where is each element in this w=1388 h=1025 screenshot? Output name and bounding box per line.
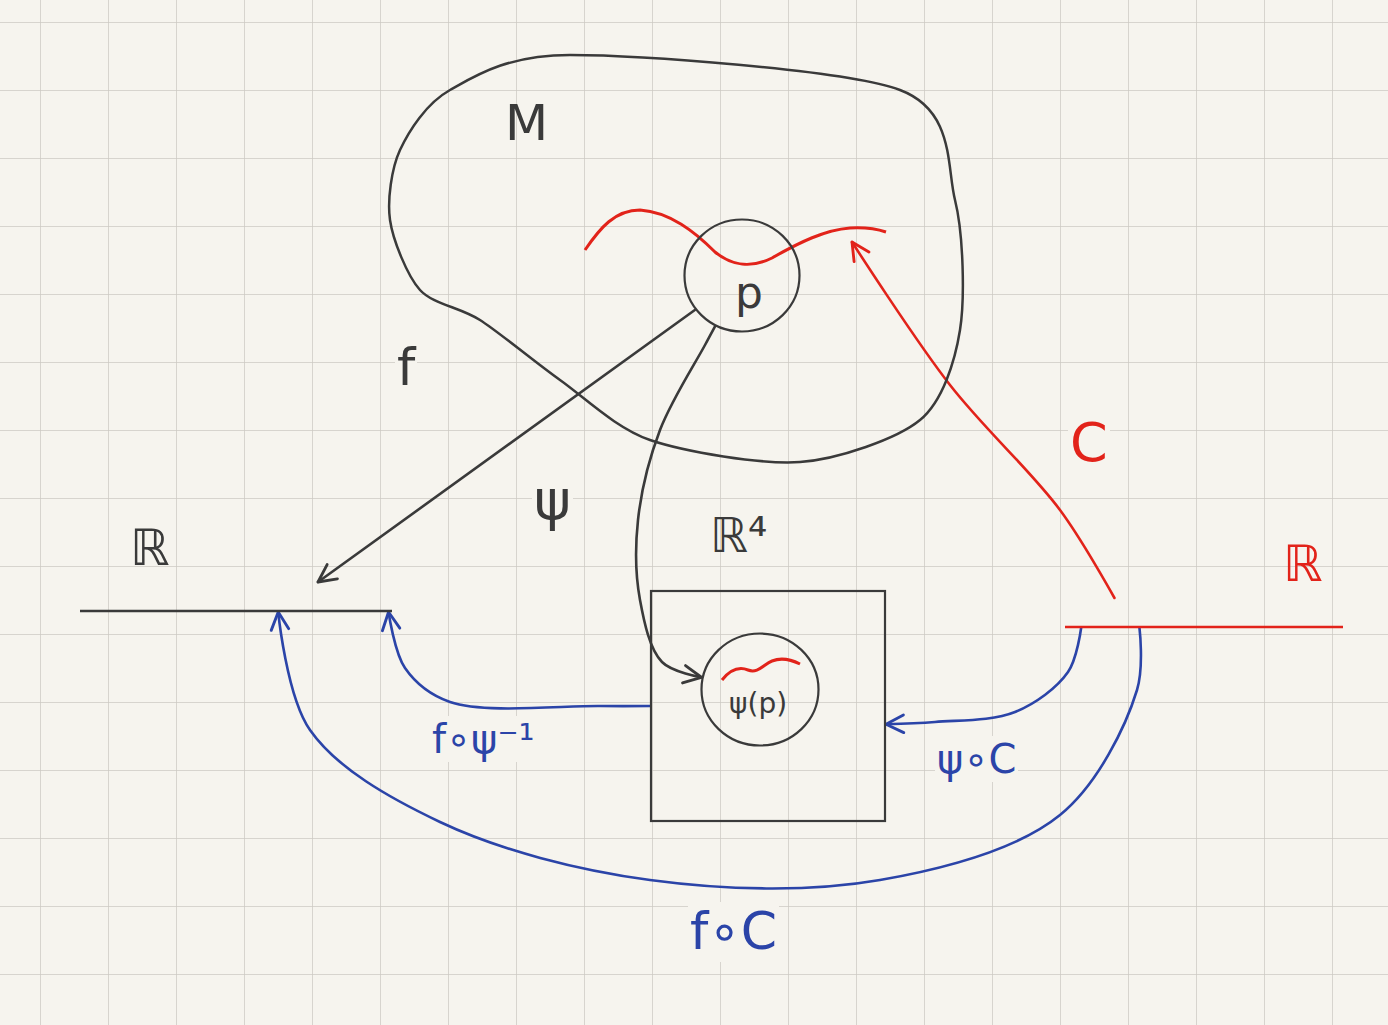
node-label: ℝ — [130, 520, 170, 578]
chart-image-circle: ψ(p) — [700, 632, 820, 747]
real-line-target-outline — [80, 582, 392, 612]
node-label: ψ(p) — [729, 688, 787, 720]
node-label: ℝ⁴ — [710, 508, 767, 563]
circle-outline — [685, 220, 800, 332]
edge-label: ψ∘C — [935, 736, 1018, 782]
real-line-target: ℝ — [80, 582, 392, 612]
curve-on-manifold — [585, 210, 886, 264]
composition-arrow — [389, 612, 650, 708]
curve-arrow — [852, 242, 1114, 598]
axis-line — [1065, 626, 1343, 629]
manifold-blob-outline — [385, 55, 970, 470]
edge-label: ψ — [532, 468, 573, 532]
composition-arrow — [886, 628, 1081, 724]
real-line-parameter: ℝ — [1065, 598, 1343, 628]
manifold-outline — [389, 55, 963, 462]
edge-label: f∘ψ⁻¹ — [430, 716, 537, 762]
manifold-blob: Mp — [385, 55, 970, 470]
real-line-parameter-outline — [1065, 598, 1343, 628]
axis-line — [80, 610, 392, 613]
point-neighbourhood: p — [683, 218, 801, 333]
node-label: ℝ — [1283, 536, 1323, 594]
node-label: p — [735, 268, 763, 319]
chart-map-arrow — [636, 327, 715, 678]
edge-label: f — [395, 338, 417, 398]
curve-image-in-chart — [722, 659, 800, 680]
edge-label: C — [1068, 412, 1110, 474]
function-arrow — [318, 310, 695, 582]
node-label: M — [505, 95, 548, 153]
chart-space-box: ℝ⁴ψ(p) — [650, 590, 886, 822]
circle-outline — [702, 634, 819, 746]
composition-arrow — [278, 612, 1141, 888]
box-outline — [651, 591, 885, 821]
edge-label: f∘C — [688, 902, 779, 962]
